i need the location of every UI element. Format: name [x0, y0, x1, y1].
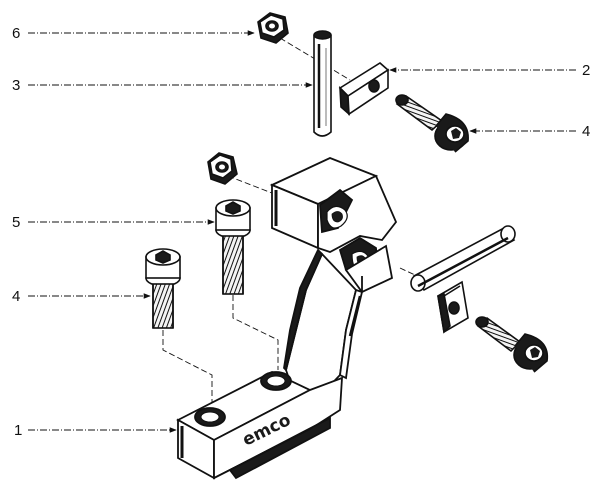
cap-screw-top-right: [395, 94, 469, 153]
clamp-block: [269, 157, 398, 294]
callout-6: 6: [12, 25, 20, 42]
base-block: [176, 370, 343, 480]
callout-1: 1: [14, 422, 22, 439]
cap-screw-left: [145, 248, 181, 329]
hex-nut-top: [257, 12, 289, 44]
pin-holder-bracket: [410, 225, 516, 334]
callout-numbers: 6 3 2 4 5 4 1: [12, 25, 590, 439]
callout-4-left: 4: [12, 288, 20, 305]
bracket-arm: [283, 248, 364, 412]
mounting-plate-small: [338, 62, 390, 116]
callout-3: 3: [12, 77, 20, 94]
cap-screw-lower-right: [475, 316, 549, 373]
cap-screw-5: [215, 199, 251, 295]
callout-leaders: [28, 30, 576, 433]
callout-5: 5: [12, 214, 20, 231]
callout-4-right: 4: [582, 123, 590, 140]
callout-2: 2: [582, 62, 590, 79]
pin-rod: [313, 30, 332, 137]
hex-nut-middle: [207, 152, 238, 185]
